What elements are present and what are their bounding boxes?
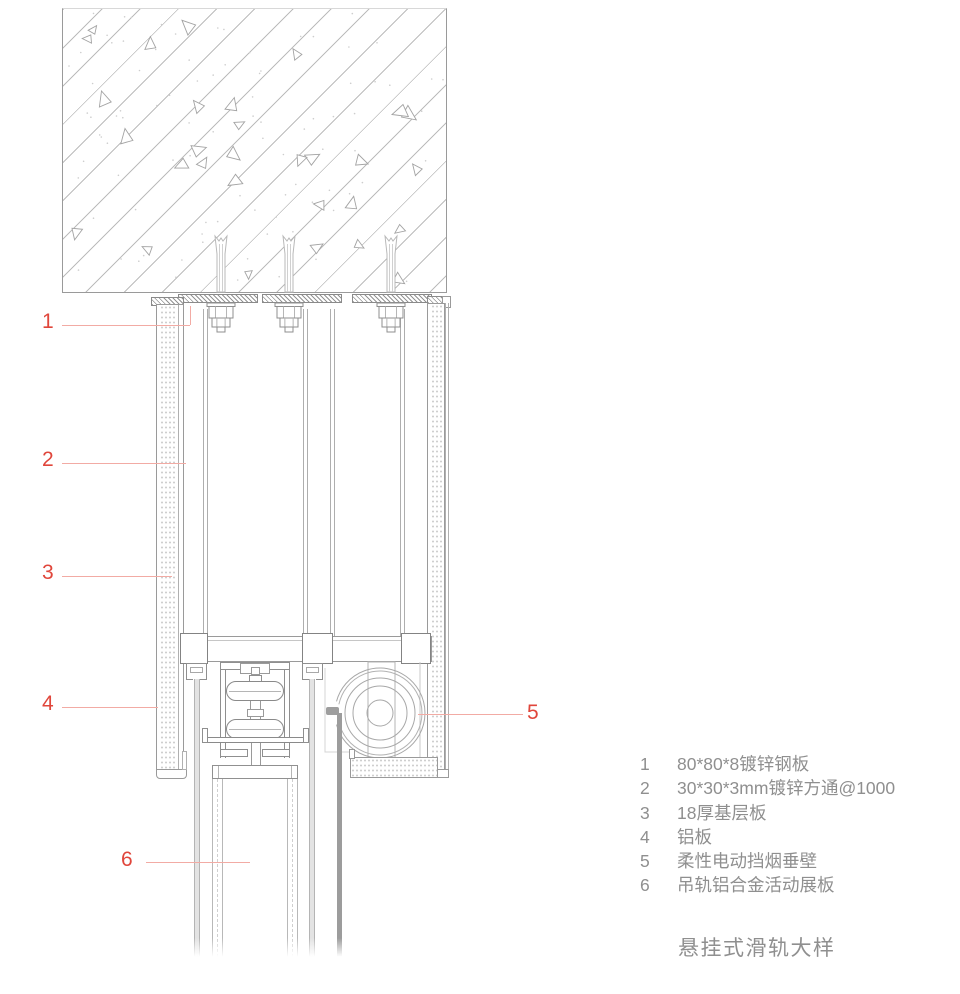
legend-item-number: 5 xyxy=(640,851,650,872)
callout-number-4: 4 xyxy=(42,692,54,715)
legend: 1 80*80*8镀锌钢板 2 30*30*3mm镀锌方通@1000 3 18厚基层板 4 铝… xyxy=(640,752,950,898)
drum-outer-arc xyxy=(336,667,426,759)
trolley-roller-upper xyxy=(226,681,284,701)
trolley-shaft-block xyxy=(247,709,264,717)
legend-item: 3 18厚基层板 xyxy=(640,801,950,825)
legend-item-number: 6 xyxy=(640,875,650,896)
hanger-bar-hook-left xyxy=(202,728,208,743)
legend-item: 6 吊轨铝合金活动展板 xyxy=(640,873,950,897)
bottom-fade xyxy=(150,938,360,960)
panel-drop-rod xyxy=(251,743,261,766)
legend-item: 1 80*80*8镀锌钢板 xyxy=(640,752,950,776)
legend-item-text: 吊轨铝合金活动展板 xyxy=(677,875,835,896)
fabric-guide-bracket xyxy=(326,707,339,715)
right-base-board-stipple xyxy=(431,304,442,776)
drum-circle-mid xyxy=(352,685,408,741)
legend-item-text: 柔性电动挡烟垂壁 xyxy=(677,851,817,872)
roller-upper-midline xyxy=(229,691,281,692)
drum-circle-outer xyxy=(344,677,416,749)
drum-outer-arc-2 xyxy=(338,670,423,756)
legend-item-text: 18厚基层板 xyxy=(677,802,767,823)
hanger-clip-2-notch xyxy=(309,676,316,680)
hanger-clip-2-inner xyxy=(306,667,319,673)
right-board-top-step xyxy=(442,296,451,308)
square-tube-2-wall-right xyxy=(330,309,335,637)
rail-tube-section-1 xyxy=(180,633,208,664)
hanger-clip-1 xyxy=(186,663,207,680)
legend-item-text: 铝板 xyxy=(677,826,712,847)
left-board-assembly xyxy=(156,304,184,775)
drum-circle-core xyxy=(366,699,394,727)
legend-item: 4 铝板 xyxy=(640,825,950,849)
left-board-inner-line xyxy=(178,305,179,774)
right-board-outer-skin xyxy=(445,303,449,777)
legend-item-number: 3 xyxy=(640,802,650,823)
legend-item-number: 2 xyxy=(640,778,650,799)
drum-housing-outline xyxy=(324,668,353,753)
legend-item-number: 4 xyxy=(640,826,650,847)
callout-number-5: 5 xyxy=(527,701,539,724)
roller-lower-midline xyxy=(229,729,281,730)
left-board-bottom-lip xyxy=(182,751,187,770)
panel-top-channel xyxy=(212,765,298,779)
square-tube-2-wall-left xyxy=(303,309,308,637)
hanger-clip-1-inner xyxy=(190,667,203,673)
anchor-bolt-assembly xyxy=(376,234,406,333)
hanger-clip-1-notch xyxy=(193,676,200,680)
leader-line-4 xyxy=(62,707,158,708)
aggregate-texture xyxy=(68,12,444,285)
anchor-hardware-overlay xyxy=(206,234,406,333)
rail-tube-section-3 xyxy=(401,633,431,664)
legend-item-text: 30*30*3mm镀锌方通@1000 xyxy=(677,778,896,799)
panel-board-right-centerline xyxy=(292,779,293,957)
channel-lip-left xyxy=(218,766,219,778)
left-board-bottom-return xyxy=(156,769,187,779)
square-tube-3-wall xyxy=(400,309,405,637)
track-wall-left xyxy=(220,662,226,758)
panel-board-left xyxy=(212,779,223,957)
drum-bottom-closure-board xyxy=(350,757,438,778)
legend-item: 5 柔性电动挡烟垂壁 xyxy=(640,849,950,873)
panel-board-right xyxy=(287,779,298,957)
hanger-bar-hook-right xyxy=(303,728,309,743)
track-wall-right xyxy=(284,662,290,758)
trolley-roller-lower xyxy=(226,719,284,739)
drawing-title: 悬挂式滑轨大样 xyxy=(678,937,836,960)
left-base-board-stipple xyxy=(160,305,177,774)
callout-number-3: 3 xyxy=(42,561,54,584)
hanger-rod-1 xyxy=(194,679,200,957)
track-bottom-flange-left xyxy=(220,749,248,757)
square-tube-1-wall xyxy=(203,309,208,637)
panel-board-left-centerline xyxy=(217,779,218,957)
callout-number-6: 6 xyxy=(121,848,133,871)
callout-number-2: 2 xyxy=(42,448,54,471)
legend-item-text: 80*80*8镀锌钢板 xyxy=(677,754,810,774)
track-hat-tab xyxy=(251,667,260,675)
closure-board-lip xyxy=(349,749,355,759)
drum-bracket xyxy=(367,661,396,759)
track-bottom-flange-right xyxy=(262,749,290,757)
hanger-rod-2 xyxy=(309,679,315,957)
legend-item: 2 30*30*3mm镀锌方通@1000 xyxy=(640,776,950,800)
legend-item-number: 1 xyxy=(640,754,650,774)
anchor-bolt-assembly xyxy=(274,234,304,333)
anchor-bolt-assembly xyxy=(206,234,236,333)
concrete-slab xyxy=(62,8,447,293)
smoke-curtain-fabric xyxy=(337,713,342,957)
channel-lip-right xyxy=(291,766,292,778)
